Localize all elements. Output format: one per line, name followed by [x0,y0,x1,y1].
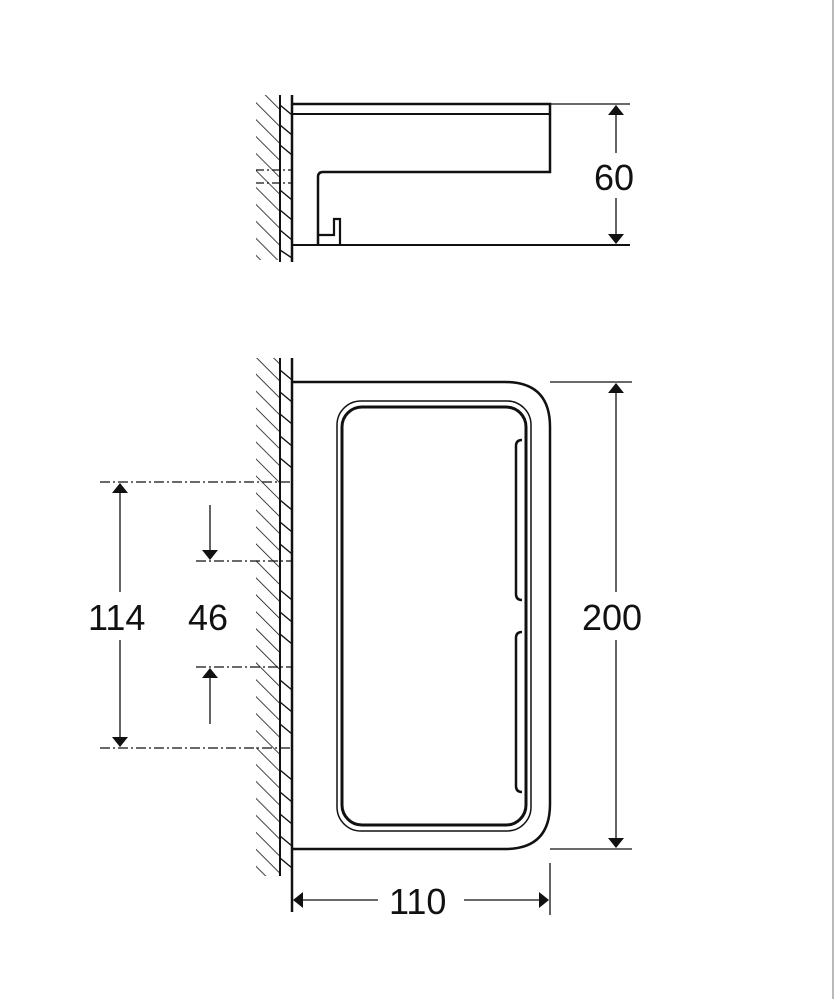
side-view: 60 [256,95,634,262]
wall-hatch-top [256,95,280,260]
frame-edge [832,0,834,999]
dim-side-height: 60 [594,157,634,198]
wall-hatch-bottom [256,358,280,876]
dim-front-height: 200 [582,597,642,638]
dim-width: 110 [389,881,446,922]
front-view: 200 114 46 110 [88,358,642,922]
dim-mounting-span: 114 [88,597,145,638]
dim-hole-spacing: 46 [188,597,228,638]
